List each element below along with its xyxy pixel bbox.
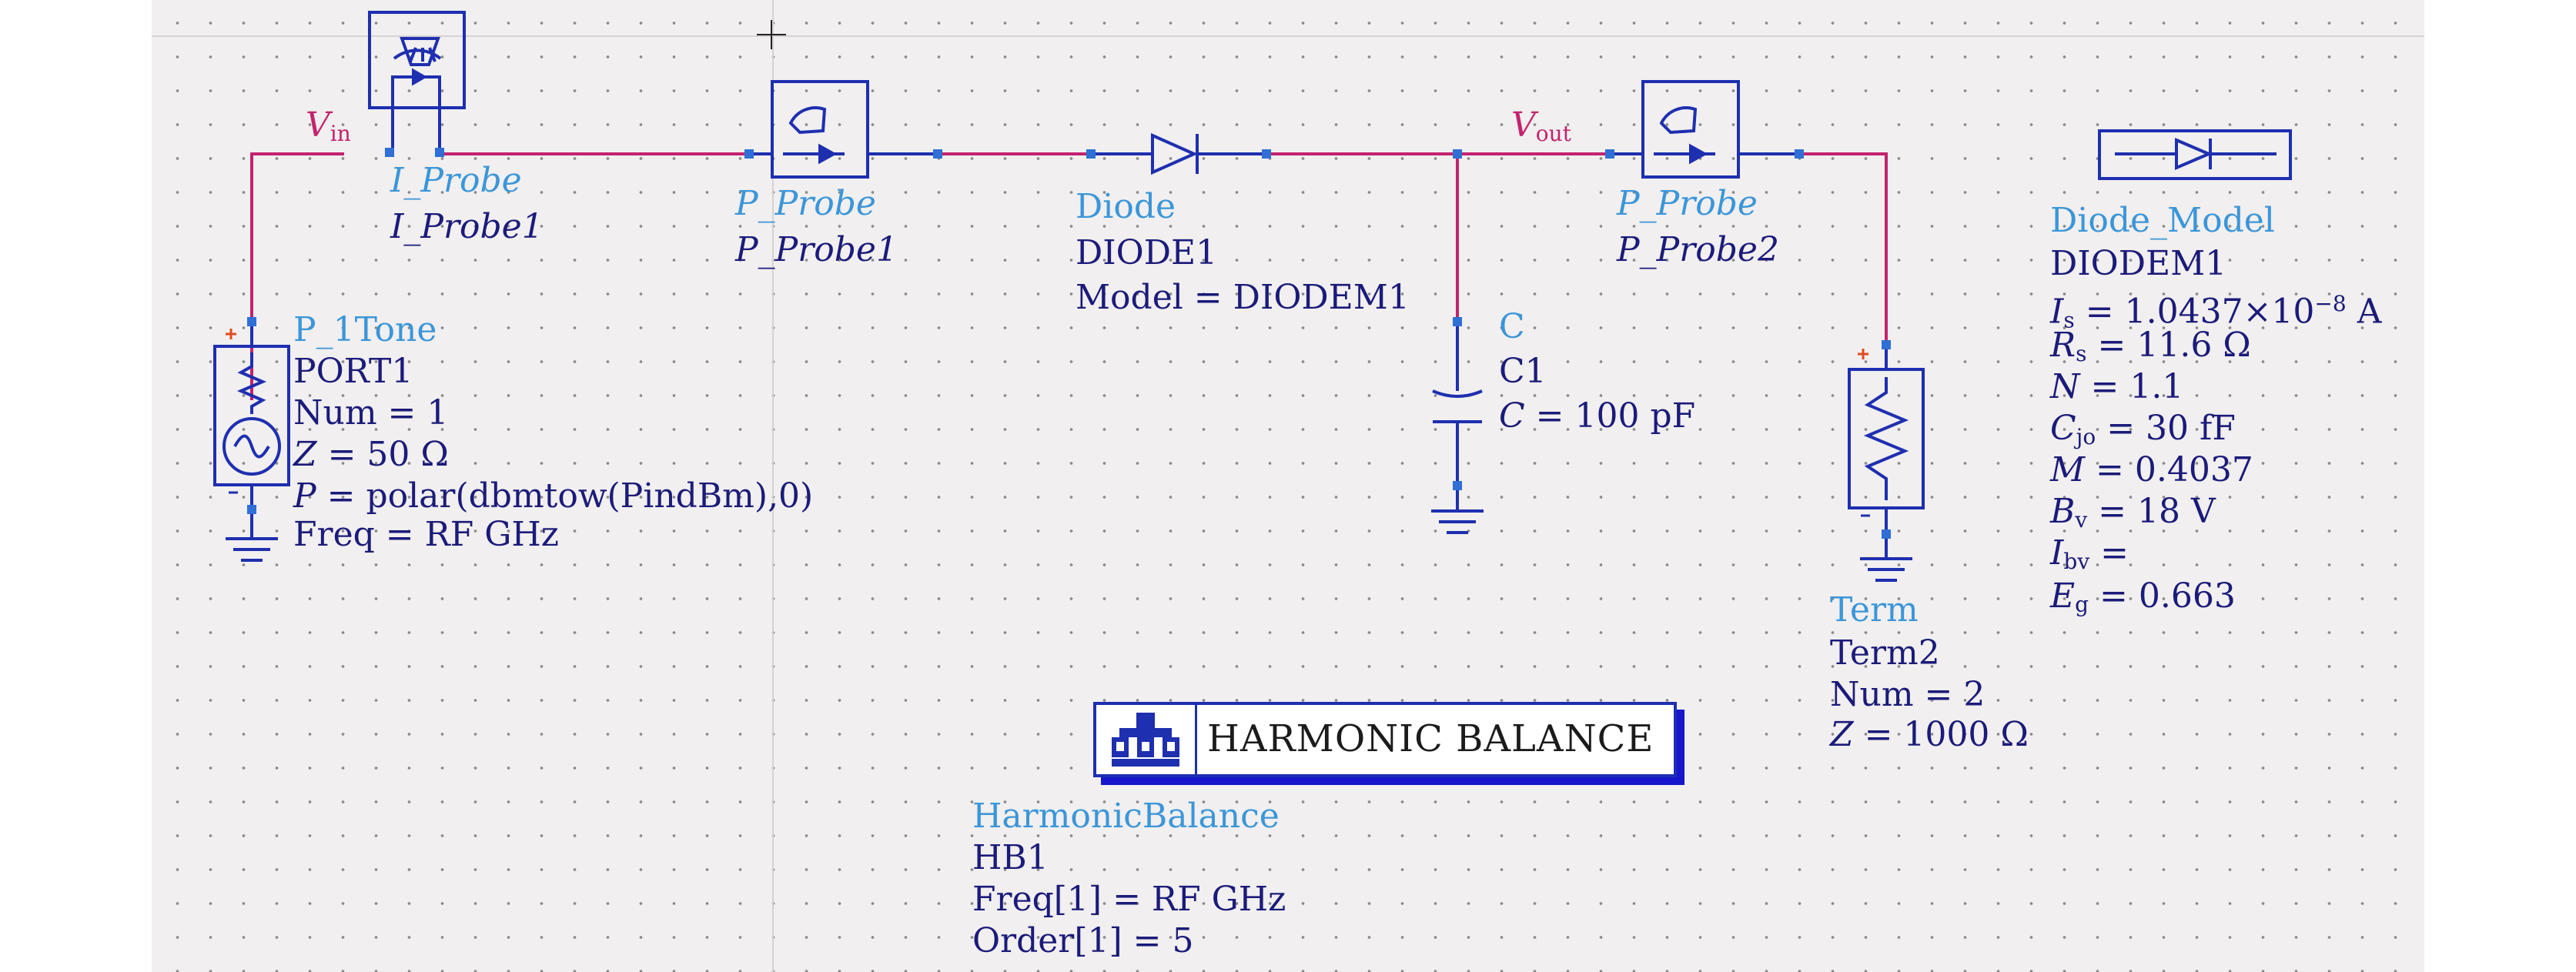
port-instance-label[interactable]: PORT1 — [293, 352, 413, 391]
grid-axis-vertical — [772, 0, 774, 972]
harmonic-balance-block[interactable]: HARMONIC BALANCE — [1093, 702, 1677, 777]
hb-class-label[interactable]: HarmonicBalance — [972, 797, 1280, 836]
port-p-param[interactable]: P = polar(dbmtow(PindBm),0) — [293, 476, 814, 516]
capacitor-value-param[interactable]: C = 100 pF — [1499, 396, 1696, 436]
diode-instance-label[interactable]: DIODE1 — [1076, 233, 1218, 272]
pin-markers — [247, 148, 1891, 539]
i-probe-instance-label[interactable]: I_Probe1 — [390, 207, 544, 246]
port-source-symbol — [213, 323, 290, 562]
schematic-canvas[interactable]: Vin Vout I_Probe I_Probe1 P_Probe P_Prob… — [152, 0, 2424, 972]
polarity-minus-markers — [229, 491, 1870, 517]
wire-pprobe2-to-term — [1799, 152, 1888, 342]
diode-symbol — [1092, 132, 1266, 175]
diode-model-param[interactable]: Model = DIODEM1 — [1076, 278, 1410, 317]
capacitor-instance-label[interactable]: C1 — [1499, 352, 1547, 391]
port-z-param[interactable]: Z = 50 Ω — [293, 435, 449, 474]
p-probe2-symbol — [1611, 80, 1799, 179]
p-probe2-instance-label[interactable]: P_Probe2 — [1617, 230, 1779, 269]
diode-model-param-bv[interactable]: Bv = 18 V — [2050, 492, 2216, 533]
wire-label-vin[interactable]: Vin — [306, 105, 351, 146]
capacitor-class-label[interactable]: C — [1499, 307, 1525, 346]
hb-freq-param[interactable]: Freq[1] = RF GHz — [972, 880, 1286, 919]
p-probe1-class-label[interactable]: P_Probe — [735, 184, 876, 223]
cursor-crosshair-icon — [757, 20, 786, 49]
term-resistor-symbol — [1848, 342, 1925, 582]
p-probe1-symbol — [752, 80, 938, 179]
term-instance-label[interactable]: Term2 — [1830, 633, 1940, 673]
term-z-param[interactable]: Z = 1000 Ω — [1830, 715, 2029, 754]
grid-axis-horizontal — [152, 35, 2424, 37]
p-probe2-class-label[interactable]: P_Probe — [1617, 184, 1758, 223]
i-probe-symbol — [368, 11, 466, 152]
diode-model-param-is[interactable]: Is = 1.0437×10−8 A — [2050, 291, 2382, 333]
schematic-drawing — [213, 11, 2292, 582]
harmonic-balance-title: HARMONIC BALANCE — [1207, 717, 1654, 760]
diode-class-label[interactable]: Diode — [1076, 187, 1176, 226]
wire-label-vout[interactable]: Vout — [1511, 105, 1571, 146]
diode-model-param-cjo[interactable]: Cjo = 30 fF — [2050, 409, 2236, 449]
port-class-label[interactable]: P_1Tone — [293, 310, 437, 349]
hb-instance-label[interactable]: HB1 — [972, 838, 1049, 877]
diode-model-symbol — [2098, 129, 2292, 180]
polarity-plus-markers — [226, 329, 1868, 359]
diode-model-param-eg[interactable]: Eg = 0.663 — [2050, 576, 2236, 617]
diode-model-instance-label[interactable]: DIODEM1 — [2050, 244, 2227, 283]
p-probe1-instance-label[interactable]: P_Probe1 — [735, 230, 898, 269]
term-class-label[interactable]: Term — [1830, 590, 1919, 630]
port-freq-param[interactable]: Freq = RF GHz — [293, 515, 559, 554]
i-probe-class-label[interactable]: I_Probe — [390, 161, 522, 200]
diode-model-param-rs[interactable]: Rs = 11.6 Ω — [2050, 326, 2251, 366]
capacitor-symbol — [1431, 317, 1484, 534]
term-num-param[interactable]: Num = 2 — [1830, 675, 1986, 714]
diode-model-param-m[interactable]: M = 0.4037 — [2050, 450, 2253, 489]
diode-model-class-label[interactable]: Diode_Model — [2050, 201, 2275, 240]
diode-model-param-n[interactable]: N = 1.1 — [2050, 367, 2184, 406]
port-num-param[interactable]: Num = 1 — [293, 393, 449, 433]
hb-order-param[interactable]: Order[1] = 5 — [972, 921, 1194, 960]
harmonic-balance-icon — [1096, 705, 1197, 774]
diode-model-param-ibv[interactable]: Ibv = — [2050, 533, 2129, 574]
